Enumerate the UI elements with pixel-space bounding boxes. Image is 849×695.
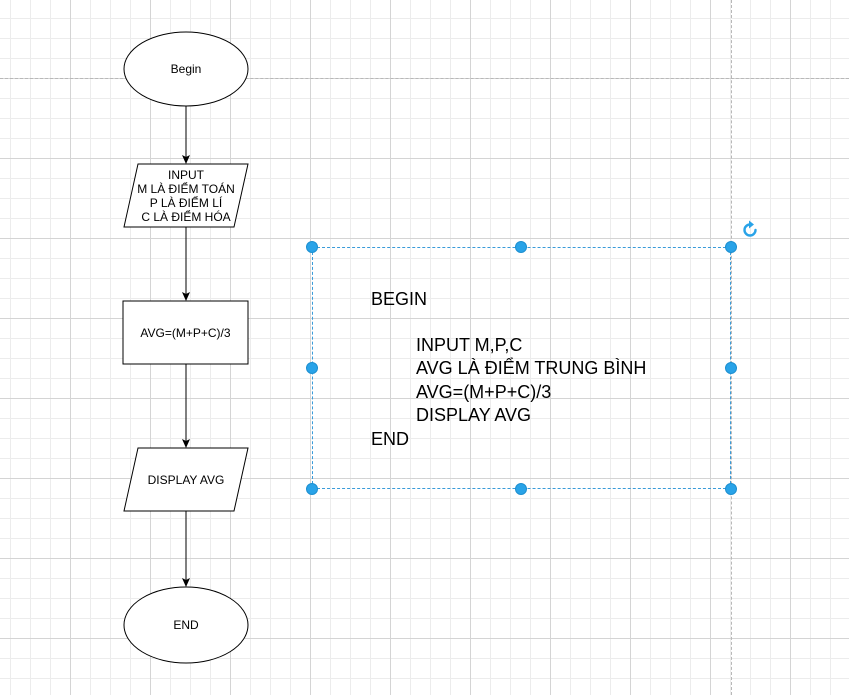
display-parallelogram[interactable]	[123, 447, 249, 512]
page-break-vertical	[731, 0, 732, 695]
begin-label-text: Begin	[170, 62, 202, 76]
input-label-line: INPUT	[168, 167, 204, 182]
resize-handle-top-right[interactable]	[725, 241, 737, 253]
input-label-line: P LÀ ĐIỂM LÍ	[149, 195, 223, 210]
end-terminator[interactable]	[123, 586, 249, 664]
display-label: DISPLAY AVG	[124, 448, 248, 511]
page-break-horizontal	[0, 78, 849, 79]
pseudocode-line: AVG LÀ ĐIỂM TRUNG BÌNH	[416, 358, 647, 378]
input-label-line: C LÀ ĐIỂM HÓA	[141, 209, 231, 224]
pseudocode-begin: BEGIN	[371, 289, 428, 309]
end-label-text: END	[173, 618, 199, 632]
resize-handle-bottom-left[interactable]	[306, 483, 318, 495]
pseudocode-line: INPUT M,P,C	[416, 335, 523, 355]
display-label-text: DISPLAY AVG	[147, 472, 225, 487]
resize-handle-right[interactable]	[725, 362, 737, 374]
rotate-icon[interactable]	[740, 220, 760, 240]
pseudocode-line: DISPLAY AVG	[416, 405, 532, 425]
pseudocode-textbox[interactable]: BEGIN INPUT M,P,C AVG LÀ ĐIỂM TRUNG BÌNH…	[312, 247, 731, 489]
pseudocode-line: AVG=(M+P+C)/3	[416, 382, 552, 402]
process-rectangle[interactable]	[122, 300, 249, 365]
input-label: INPUT M LÀ ĐIỂM TOÁN P LÀ ĐIỂM LÍ C LÀ Đ…	[124, 164, 248, 227]
resize-handle-bottom-right[interactable]	[725, 483, 737, 495]
process-label-text: AVG=(M+P+C)/3	[140, 325, 231, 340]
resize-handle-top-left[interactable]	[306, 241, 318, 253]
begin-label: Begin	[124, 32, 248, 106]
input-parallelogram[interactable]	[123, 163, 249, 228]
end-label: END	[124, 587, 248, 663]
input-label-line: M LÀ ĐIỂM TOÁN	[137, 181, 235, 196]
begin-terminator[interactable]	[123, 31, 249, 107]
resize-handle-top[interactable]	[515, 241, 527, 253]
resize-handle-bottom[interactable]	[515, 483, 527, 495]
resize-handle-left[interactable]	[306, 362, 318, 374]
process-label: AVG=(M+P+C)/3	[123, 301, 248, 364]
pseudocode-end: END	[371, 429, 410, 449]
